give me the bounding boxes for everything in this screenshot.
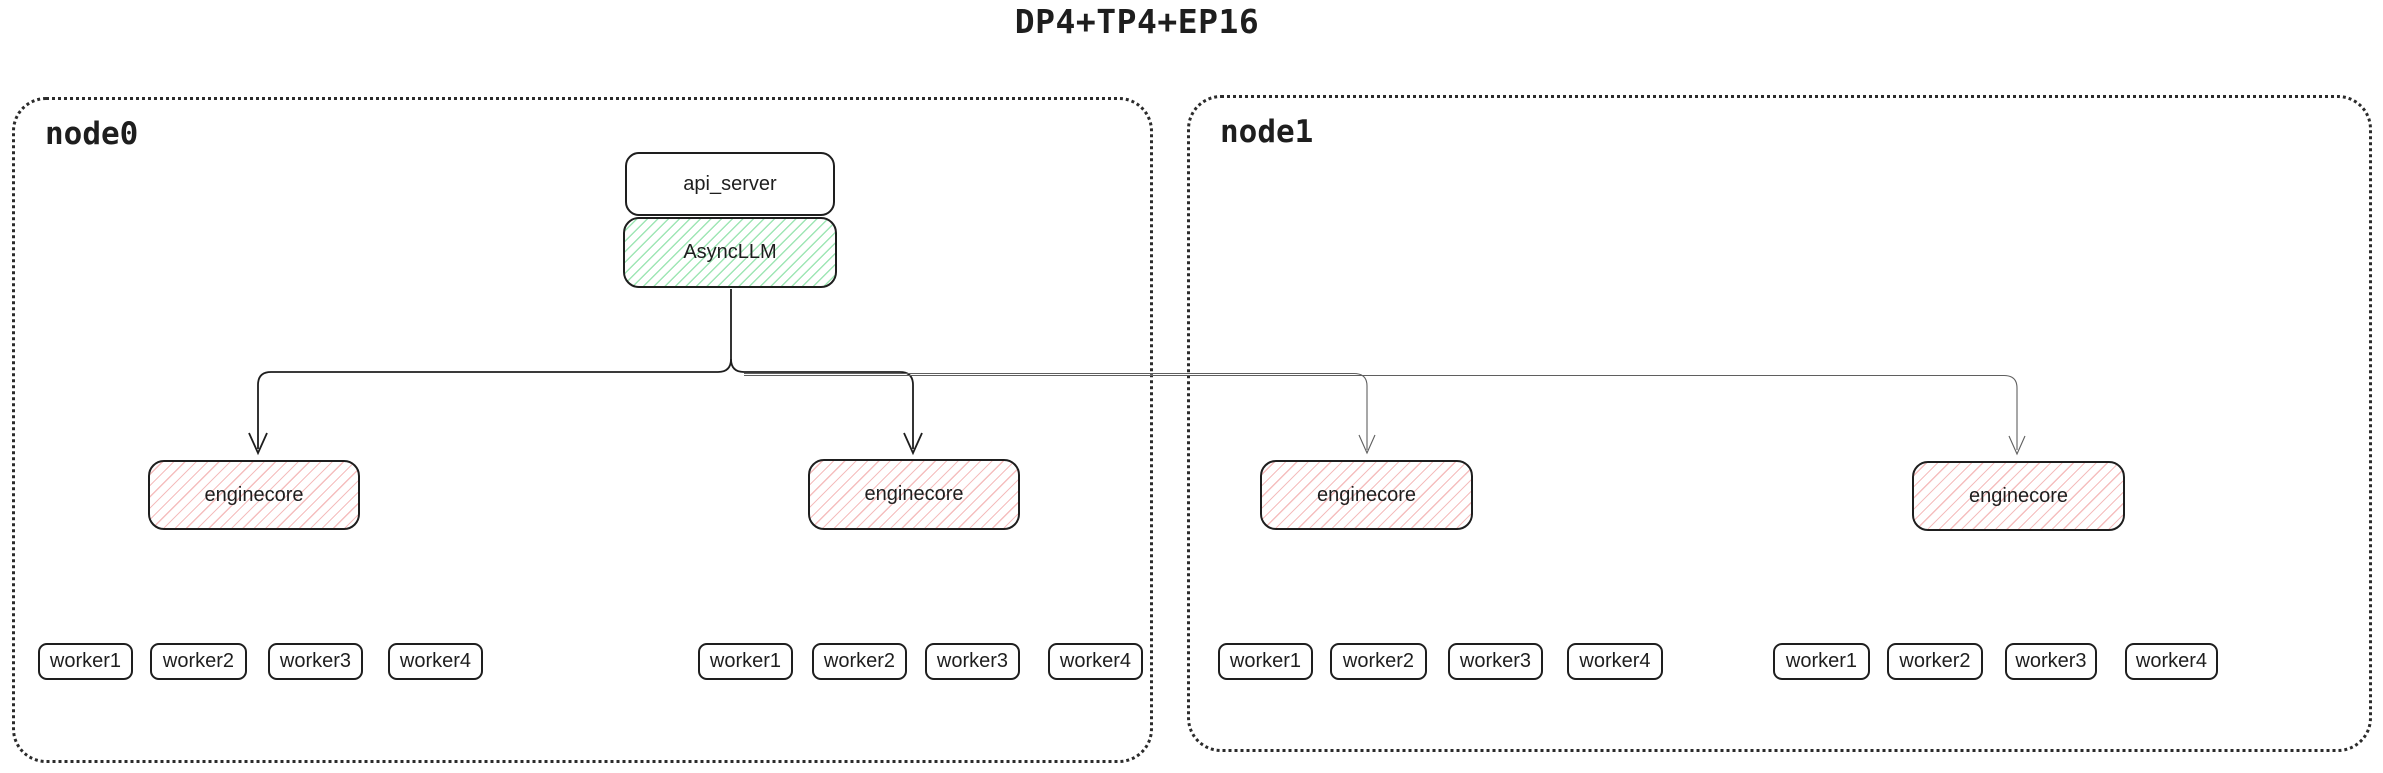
- worker-label: worker4: [2135, 650, 2208, 672]
- node1-group1-worker3: worker3: [1448, 643, 1543, 680]
- worker-label: worker4: [1059, 650, 1132, 672]
- arrowhead-node0-enginecore1: [248, 432, 268, 456]
- node1-enginecore1-box: enginecore: [1260, 460, 1473, 530]
- worker-label: worker3: [2015, 650, 2087, 672]
- node0-group1-worker4: worker4: [388, 643, 483, 680]
- node1-group2-worker2: worker2: [1887, 643, 1983, 680]
- worker-label: worker2: [823, 650, 896, 672]
- worker-label: worker4: [399, 650, 472, 672]
- api-server-box: api_server: [625, 152, 835, 216]
- node0-enginecore2-box: enginecore: [808, 459, 1020, 530]
- node0-container: node0: [12, 97, 1153, 763]
- edge-asyncllm-to-node1-enginecore2: [744, 374, 2018, 450]
- arrowhead-node1-enginecore2: [2008, 435, 2026, 456]
- edge-asyncllm-to-node0-enginecore2: [730, 358, 914, 449]
- api-server-label: api_server: [683, 172, 777, 195]
- worker-label: worker2: [1899, 650, 1971, 672]
- node1-group1-worker2: worker2: [1330, 643, 1427, 680]
- diagram-title: DP4+TP4+EP16: [1014, 2, 1260, 41]
- worker-label: worker2: [162, 650, 235, 672]
- node0-label: node0: [45, 116, 139, 152]
- node1-group2-worker3: worker3: [2005, 643, 2097, 680]
- edge-asyncllm-to-node1-enginecore1: [744, 372, 1368, 450]
- node1-group1-worker4: worker4: [1567, 643, 1663, 680]
- worker-label: worker1: [1229, 650, 1302, 672]
- node0-enginecore1-box: enginecore: [148, 460, 360, 530]
- node0-group2-worker1: worker1: [698, 643, 793, 680]
- arrowhead-node0-enginecore2: [903, 432, 923, 456]
- node0-group1-worker1: worker1: [38, 643, 133, 680]
- node0-group2-worker3: worker3: [925, 643, 1020, 680]
- node0-group2-worker4: worker4: [1048, 643, 1143, 680]
- worker-label: worker1: [49, 650, 122, 672]
- worker-label: worker1: [1785, 650, 1858, 672]
- worker-label: worker1: [709, 650, 782, 672]
- node1-label: node1: [1220, 114, 1314, 150]
- async-llm-label: AsyncLLM: [683, 241, 777, 263]
- worker-label: worker3: [1459, 650, 1532, 672]
- worker-label: worker2: [1342, 650, 1415, 672]
- node0-group1-worker2: worker2: [150, 643, 247, 680]
- node1-group1-worker1: worker1: [1218, 643, 1313, 680]
- enginecore-label: enginecore: [1317, 483, 1416, 506]
- node1-enginecore2-box: enginecore: [1912, 461, 2125, 531]
- node1-container: node1: [1187, 95, 2372, 752]
- enginecore-label: enginecore: [1969, 484, 2068, 507]
- node1-group2-worker4: worker4: [2125, 643, 2218, 680]
- enginecore-label: enginecore: [204, 483, 304, 506]
- node1-group2-worker1: worker1: [1773, 643, 1870, 680]
- worker-label: worker4: [1579, 650, 1651, 672]
- node0-group2-worker2: worker2: [812, 643, 907, 680]
- async-llm-box: AsyncLLM: [623, 217, 837, 288]
- worker-label: worker3: [279, 650, 352, 672]
- arrowhead-node1-enginecore1: [1358, 434, 1376, 455]
- edge-asyncllm-to-node0-enginecore1: [257, 289, 732, 449]
- node0-group1-worker3: worker3: [268, 643, 363, 680]
- enginecore-label: enginecore: [864, 483, 964, 505]
- worker-label: worker3: [936, 650, 1009, 672]
